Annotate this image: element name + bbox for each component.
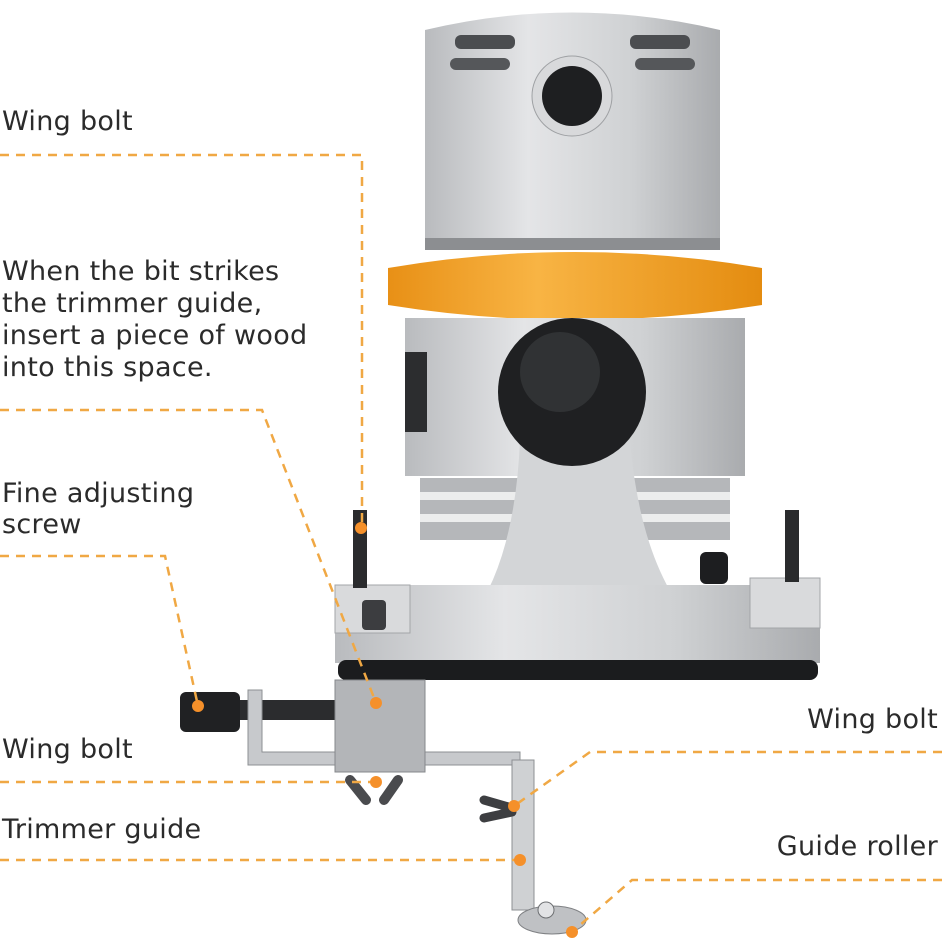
trimmer-guide-assembly — [180, 679, 587, 935]
base-plate — [334, 577, 821, 680]
lock-button — [700, 552, 728, 584]
label-wing-bolt-left: Wing bolt — [2, 734, 133, 765]
label-bit-strikes-1: When the bit strikes — [2, 256, 280, 287]
motor-housing — [425, 12, 720, 250]
label-fine-adjusting-2: screw — [2, 509, 82, 540]
callout-dots — [192, 522, 578, 938]
label-trimmer-guide: Trimmer guide — [2, 814, 202, 845]
label-bit-strikes-4: into this space. — [2, 352, 213, 383]
leader-bit-strikes — [0, 408, 378, 704]
label-bit-strikes-3: insert a piece of wood — [2, 320, 308, 351]
label-fine-adjusting-1: Fine adjusting — [2, 478, 195, 509]
dot-bit-strikes — [370, 697, 382, 709]
depth-ring — [388, 252, 762, 320]
label-guide-roller: Guide roller — [776, 831, 938, 862]
dot-wing-bolt-top — [355, 522, 367, 534]
leader-fine-adjusting — [0, 554, 200, 707]
dot-wing-bolt-left — [370, 776, 382, 788]
leader-wing-bolt-top — [0, 153, 364, 528]
label-wing-bolt-top: Wing bolt — [2, 106, 133, 137]
label-bit-strikes-2: the trimmer guide, — [2, 288, 263, 319]
dot-guide-roller — [566, 926, 578, 938]
leader-lines — [0, 153, 942, 933]
dot-wing-bolt-right — [508, 800, 520, 812]
adjustment-knob — [498, 318, 646, 466]
label-wing-bolt-right: Wing bolt — [807, 704, 938, 735]
dot-fine-adjusting — [192, 700, 204, 712]
dot-trimmer-guide — [514, 854, 526, 866]
leader-guide-roller — [571, 878, 942, 933]
leader-wing-bolt-right — [513, 750, 942, 808]
